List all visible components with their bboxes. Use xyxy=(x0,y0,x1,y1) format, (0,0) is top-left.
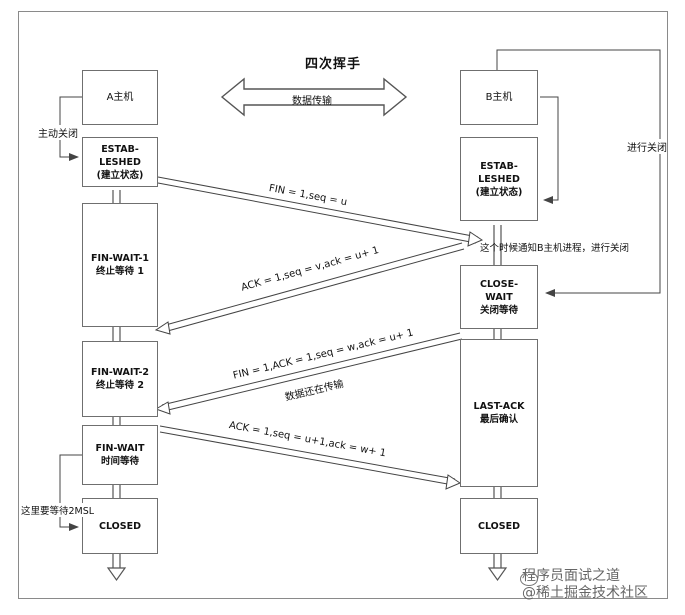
data-transfer-arrow xyxy=(220,77,408,117)
fin2-arrow-line xyxy=(161,332,461,406)
a-established-state: ESTAB- LESHED (建立状态) xyxy=(82,137,158,187)
data-transfer-label: 数据传输 xyxy=(292,96,332,107)
host-b-timeline-arrow xyxy=(487,567,508,582)
wechat-icon xyxy=(520,572,538,586)
diagram-title: 四次挥手 xyxy=(305,57,362,72)
a-fin-wait-2-state: FIN-WAIT-2 终止等待 2 xyxy=(82,341,158,417)
host-b-box: B主机 xyxy=(460,70,538,125)
notify-label: 这个时候通知B主机进程，进行关闭 xyxy=(480,243,630,254)
fin1-arrow-line xyxy=(157,176,479,238)
a-fin-wait-state: FIN-WAIT 时间等待 xyxy=(82,425,158,485)
b-last-ack-state: LAST-ACK 最后确认 xyxy=(460,339,538,487)
ack2-arrow-line xyxy=(159,425,456,480)
host-a-box: A主机 xyxy=(82,70,158,125)
a-closed-state: CLOSED xyxy=(82,498,158,554)
b-close-wait-state: CLOSE- WAIT 关闭等待 xyxy=(460,265,538,329)
wait-2msl-label: 这里要等待2MSL xyxy=(21,503,95,517)
b-established-state: ESTAB- LESHED (建立状态) xyxy=(460,137,538,221)
close-process-label: 进行关闭 xyxy=(627,139,667,154)
active-close-label: 主动关闭 xyxy=(38,125,78,140)
b-closed-state: CLOSED xyxy=(460,498,538,554)
ack1-arrow-line xyxy=(161,242,463,327)
host-a-timeline-arrow xyxy=(106,567,127,582)
watermark-text: 程序员面试之道 @稀土掘金技术社区 xyxy=(522,568,648,601)
a-fin-wait-1-state: FIN-WAIT-1 终止等待 1 xyxy=(82,203,158,327)
